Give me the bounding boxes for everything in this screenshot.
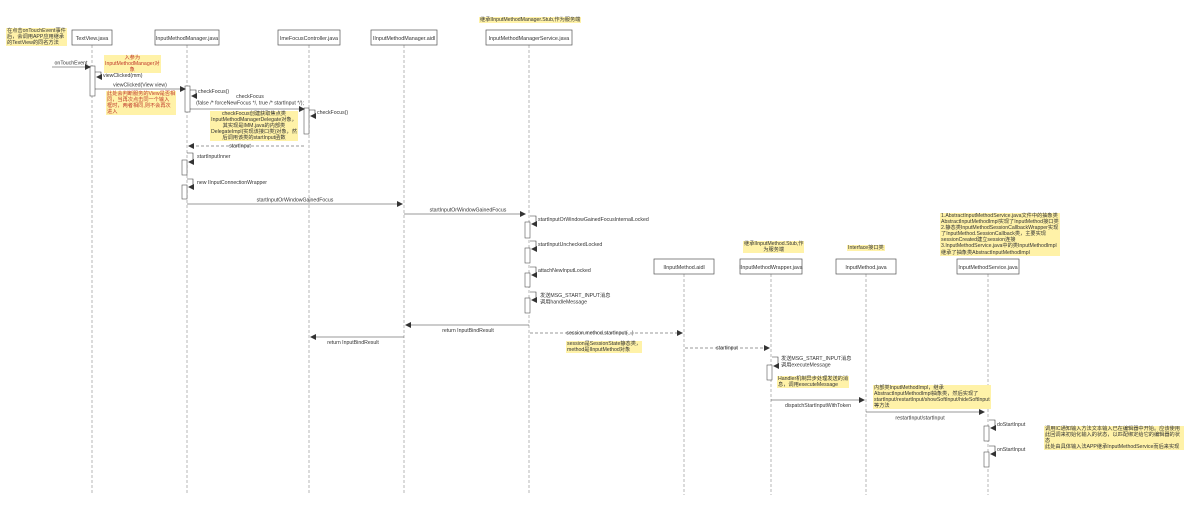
svg-text:checkFocus(): checkFocus()	[198, 89, 229, 95]
note-inputmethodimpl: 内部类InputMethodImpl，继承 AbstractInputMetho…	[873, 385, 991, 410]
svg-text:attachNewInputLocked: attachNewInputLocked	[538, 268, 591, 274]
message-ifc-checkfocus-self: checkFocus()	[309, 109, 348, 119]
svg-text:startInput: startInput	[229, 144, 251, 150]
message-startinput-return: startInput	[188, 143, 304, 150]
message-startinputinner-self: startInputInner	[187, 152, 231, 165]
message-checkfocus-params: checkFocus (false /* forceNewFocus */, t…	[190, 94, 305, 112]
message-checkfocus-line1: checkFocus	[236, 94, 264, 100]
participant-label: IInputMethod.aidl	[663, 265, 704, 271]
message-internallocked-self: startInputOrWindowGainedFocusInternalLoc…	[530, 215, 649, 227]
svg-text:onStartInput: onStartInput	[997, 447, 1026, 453]
message-startinput-to-iimm: startInputOrWindowGainedFocus	[187, 198, 403, 207]
svg-text:onTouchEvent: onTouchEvent	[55, 61, 88, 67]
message-handlemessage-line2: 调用handleMessage	[540, 298, 587, 306]
participant-label: InputMethodService.java	[958, 265, 1017, 271]
svg-text:return InputBindResult: return InputBindResult	[442, 328, 494, 334]
message-startinput-to-iimw: startInput	[685, 345, 770, 352]
note-view-compare: 此处会判断服务的View是否相 同，当再次点击同一个输入 框时，两者相同,则不会…	[106, 91, 177, 116]
note-iimw-stub: 继承IInputMethod.Stub,作 为服务端	[743, 241, 805, 254]
participant-label: InputMethodManager.java	[156, 36, 218, 42]
participant-iim[interactable]: IInputMethod.aidl	[653, 258, 715, 495]
svg-text:startInputOrWindowGainedFocusI: startInputOrWindowGainedFocusInternalLoc…	[538, 217, 649, 223]
note-handler: Handler机制异步处理发送的消 息，调用executeMessage	[777, 376, 850, 389]
participant-iimm[interactable]: IInputMethodManager.aidl	[370, 29, 438, 495]
participant-label: InputMethodManagerService.java	[489, 36, 570, 42]
message-handlemessage-line1: 发送MSG_START_INPUT消息	[540, 291, 610, 299]
participant-label: IInputMethodManager.aidl	[373, 36, 435, 42]
participant-iimw[interactable]: IInputMethodWrapper.java	[739, 258, 803, 495]
participant-imm[interactable]: InputMethodManager.java	[154, 29, 220, 495]
message-checkfocus-line2: (false /* forceNewFocus */, true /* star…	[196, 101, 304, 107]
participant-im[interactable]: InputMethod.java	[835, 258, 897, 495]
message-return-bindresult-2: return InputBindResult	[310, 334, 404, 346]
participant-ims[interactable]: InputMethodService.java	[956, 258, 1020, 495]
message-dostartinput-self: doStartInput	[989, 419, 1026, 431]
svg-text:new IInputConnectionWrapper: new IInputConnectionWrapper	[197, 180, 267, 186]
participant-imms[interactable]: InputMethodManagerService.java	[485, 29, 573, 495]
participant-label: ImeFocusController.java	[280, 36, 338, 42]
message-return-bindresult-1: return InputBindResult	[405, 322, 529, 334]
svg-text:viewClicked(View view): viewClicked(View view)	[113, 83, 167, 89]
participant-label: InputMethod.java	[845, 265, 886, 271]
participant-label: TextView.java	[76, 36, 109, 42]
message-attachnewinput-self: attachNewInputLocked	[530, 266, 591, 278]
svg-text:return InputBindResult: return InputBindResult	[327, 340, 379, 346]
message-onstartinput-self: onStartInput	[989, 445, 1026, 457]
message-ontouchevent: onTouchEvent	[52, 61, 91, 70]
note-session-state: session是SessionState静态类， method是IInputMe…	[566, 341, 643, 354]
participant-textview[interactable]: TextView.java	[71, 29, 113, 495]
message-startinput-to-imms: startInputOrWindowGainedFocus	[404, 208, 526, 217]
svg-text:startInputOrWindowGainedFocus: startInputOrWindowGainedFocus	[257, 198, 334, 204]
message-executemessage-self: 发送MSG_START_INPUT消息 调用executeMessage	[772, 354, 851, 369]
svg-text:session.method.startInput(...): session.method.startInput(...)	[566, 331, 633, 337]
note-interface: Interface接口类	[847, 245, 885, 252]
svg-text:doStartInput: doStartInput	[997, 422, 1026, 428]
note-imm-param: 入参为 InputMethodManager对 象	[104, 55, 161, 74]
participant-label: IInputMethodWrapper.java	[739, 265, 802, 271]
message-restartinput: restartInput/startInput	[866, 409, 985, 422]
message-session-startinput: session.method.startInput(...)	[530, 330, 683, 337]
svg-text:checkFocus(): checkFocus()	[317, 110, 348, 116]
svg-text:viewClicked(mm): viewClicked(mm)	[103, 73, 143, 79]
message-checkfocus-self: checkFocus()	[190, 89, 229, 99]
note-ims-abstract: 1.AbstractInputMethodService.java文件中的抽象类…	[940, 213, 1060, 256]
message-handlemessage-self: 发送MSG_START_INPUT消息 调用handleMessage	[530, 291, 610, 306]
svg-text:startInputInner: startInputInner	[197, 154, 231, 160]
message-executemessage-line1: 发送MSG_START_INPUT消息	[781, 354, 851, 362]
message-dispatchstartinput: dispatchStartInputWithToken	[771, 397, 865, 409]
activation-boxes	[89, 65, 990, 468]
message-viewclicked-view: viewClicked(View view)	[95, 83, 186, 92]
message-viewclicked-self: viewClicked(mm)	[95, 71, 143, 80]
note-imms-stub: 继承IInputMethodManager.Stub,作为服务端	[479, 17, 582, 24]
svg-text:dispatchStartInputWithToken: dispatchStartInputWithToken	[785, 403, 851, 409]
note-ontouchevent: 在点击onTouchEvent事件 后，会调用APP应用继承 的TextView…	[6, 28, 67, 47]
svg-text:startInput: startInput	[716, 346, 738, 352]
svg-text:restartInput/startInput: restartInput/startInput	[895, 416, 945, 422]
message-uncheckedlocked-self: startInputUncheckedLocked	[530, 240, 602, 252]
svg-text:startInputUncheckedLocked: startInputUncheckedLocked	[538, 242, 602, 248]
note-onstartinput: 调用IC通知输入方法文本输入已在编辑器中开始。应该使用 此回调来初始化输入的状态…	[1044, 426, 1184, 451]
message-new-iicw-self: new IInputConnectionWrapper	[187, 178, 267, 190]
svg-text:startInputOrWindowGainedFocus: startInputOrWindowGainedFocus	[430, 208, 507, 214]
message-executemessage-line2: 调用executeMessage	[781, 361, 831, 369]
note-checkfocus-delegate: checkFocus创建获取焦点类 InputMethodManagerDele…	[210, 111, 298, 142]
